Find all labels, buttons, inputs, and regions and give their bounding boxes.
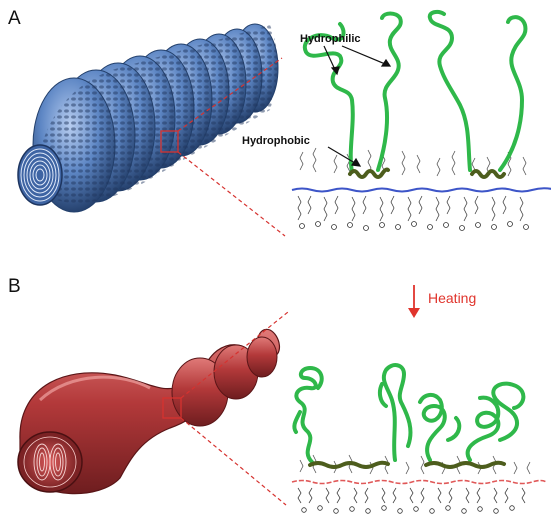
zoom-box-a bbox=[160, 130, 179, 153]
polymer-chain bbox=[465, 395, 501, 462]
polymer-chain bbox=[418, 393, 447, 462]
label-pointers-a bbox=[323, 45, 392, 167]
hydrophobic-anchors-a bbox=[348, 167, 506, 179]
red-helical-tube bbox=[17, 328, 280, 495]
polymer-chain bbox=[376, 11, 403, 172]
polymer-chain bbox=[446, 416, 462, 442]
hydrophobic-label: Hydrophobic bbox=[242, 135, 310, 147]
hydrophilic-chains-a bbox=[302, 9, 528, 174]
zoom-guide-line bbox=[180, 311, 289, 399]
hydrophobic-anchor bbox=[424, 460, 506, 469]
hydrophilic-chains-b bbox=[292, 363, 526, 464]
polymer-chain bbox=[302, 22, 355, 174]
polymer-chain bbox=[294, 366, 324, 464]
polymer-chain bbox=[292, 410, 302, 434]
zoom-guide-line bbox=[177, 151, 286, 237]
hydrophobic-anchor bbox=[470, 169, 506, 179]
hydrophilic-label: Hydrophilic bbox=[300, 33, 361, 45]
bilayer-b bbox=[291, 454, 547, 514]
blue-tube-assembly bbox=[17, 23, 279, 213]
panel-label-b: B bbox=[8, 276, 21, 297]
bilayer-a bbox=[291, 147, 551, 231]
polymer-chain bbox=[381, 363, 413, 462]
down-arrow-icon bbox=[408, 285, 420, 318]
polymer-chain bbox=[491, 381, 526, 442]
zoom-guide-line bbox=[177, 57, 283, 132]
panel-label-a: A bbox=[8, 8, 21, 29]
hydrophobic-anchor bbox=[308, 460, 390, 469]
hydrophobic-anchors-b bbox=[308, 460, 506, 469]
zoom-guide-line bbox=[180, 417, 287, 506]
heating-label: Heating bbox=[428, 290, 477, 306]
hydrophobic-anchor bbox=[348, 167, 390, 179]
polymer-chain bbox=[377, 382, 388, 408]
polymer-chain bbox=[498, 15, 528, 172]
zoom-box-b bbox=[162, 397, 182, 419]
polymer-chain bbox=[427, 9, 472, 172]
